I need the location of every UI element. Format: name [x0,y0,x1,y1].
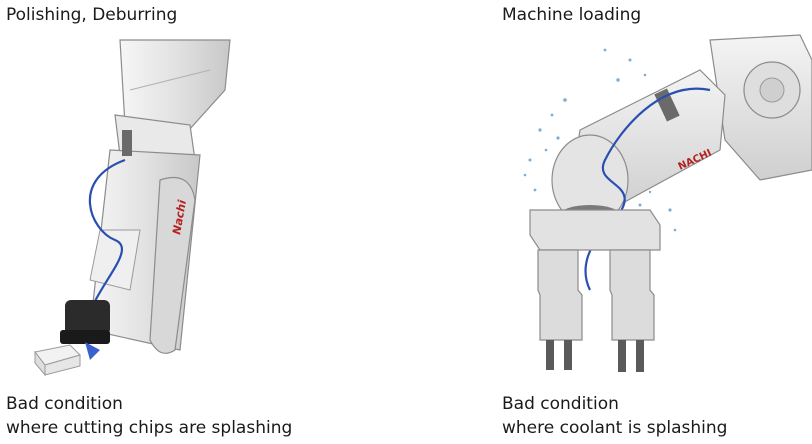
robot-arm-machine-loading-icon: NACHI [523,34,812,372]
caption-line-1: Bad condition [6,394,123,414]
caption-line-2: where coolant is splashing [502,418,728,438]
panel-polishing-deburring: Polishing, Deburring Nachi [6,5,292,440]
caption-line-2: where cutting chips are splashing [6,418,293,438]
brand-logo: Nachi [170,199,189,236]
panel-caption: Bad condition where coolant is splashing [502,392,727,440]
panel-caption: Bad condition where cutting chips are sp… [6,392,292,440]
robot-arm-polishing-icon: Nachi [34,39,231,377]
panel-title: Machine loading [502,5,642,25]
panel-title: Polishing, Deburring [6,5,178,25]
panel-machine-loading: Machine loading NACHI [500,0,812,444]
caption-line-1: Bad condition [502,394,619,414]
